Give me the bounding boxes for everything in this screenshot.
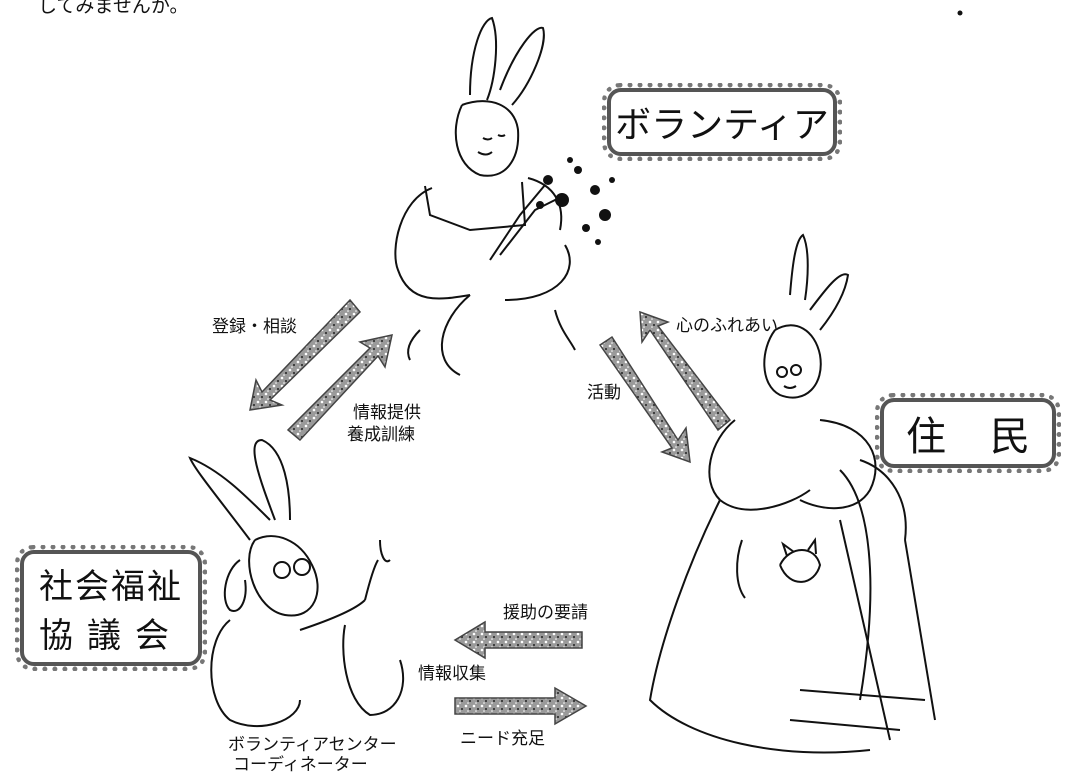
resident-label-box: 住 民 bbox=[875, 393, 1061, 473]
resident-rabbit bbox=[648, 233, 936, 754]
activity-label: 活動 bbox=[587, 383, 621, 403]
council-label-line1: 社会福祉 bbox=[39, 567, 183, 607]
council-label-line2: 協議会 bbox=[39, 616, 183, 656]
volunteer-label: ボランティア bbox=[615, 105, 829, 146]
arrow-register bbox=[249, 298, 362, 411]
council-label-box: 社会福祉 協議会 bbox=[15, 545, 207, 671]
coordinator-label-1: ボランティアセンター bbox=[228, 735, 397, 755]
coordinator-label-2: コーディネーター bbox=[233, 755, 368, 775]
council-rabbit bbox=[188, 438, 405, 728]
heart-label: 心のふれあい bbox=[676, 316, 778, 336]
collect-label: 情報収集 bbox=[418, 664, 486, 684]
info-provide-label-2: 養成訓練 bbox=[347, 425, 415, 445]
resident-label-1: 住 bbox=[906, 414, 946, 460]
small-dot bbox=[957, 10, 963, 16]
arrow-activity bbox=[598, 335, 691, 464]
resident-label-2: 民 bbox=[990, 414, 1030, 460]
arrow-request bbox=[453, 620, 583, 660]
volunteer-label-box: ボランティア bbox=[602, 83, 842, 161]
request-label: 援助の要請 bbox=[503, 603, 588, 623]
need-label: ニード充足 bbox=[460, 729, 545, 749]
arrow-info-provide bbox=[286, 334, 393, 442]
flower-bouquet bbox=[536, 157, 615, 245]
arrow-heart bbox=[639, 310, 732, 432]
register-label: 登録・相談 bbox=[212, 317, 297, 337]
volunteer-rabbit bbox=[394, 16, 576, 376]
intro-text: してみませんか。 bbox=[38, 0, 189, 17]
arrow-collect bbox=[454, 686, 588, 726]
info-provide-label-1: 情報提供 bbox=[353, 403, 421, 423]
